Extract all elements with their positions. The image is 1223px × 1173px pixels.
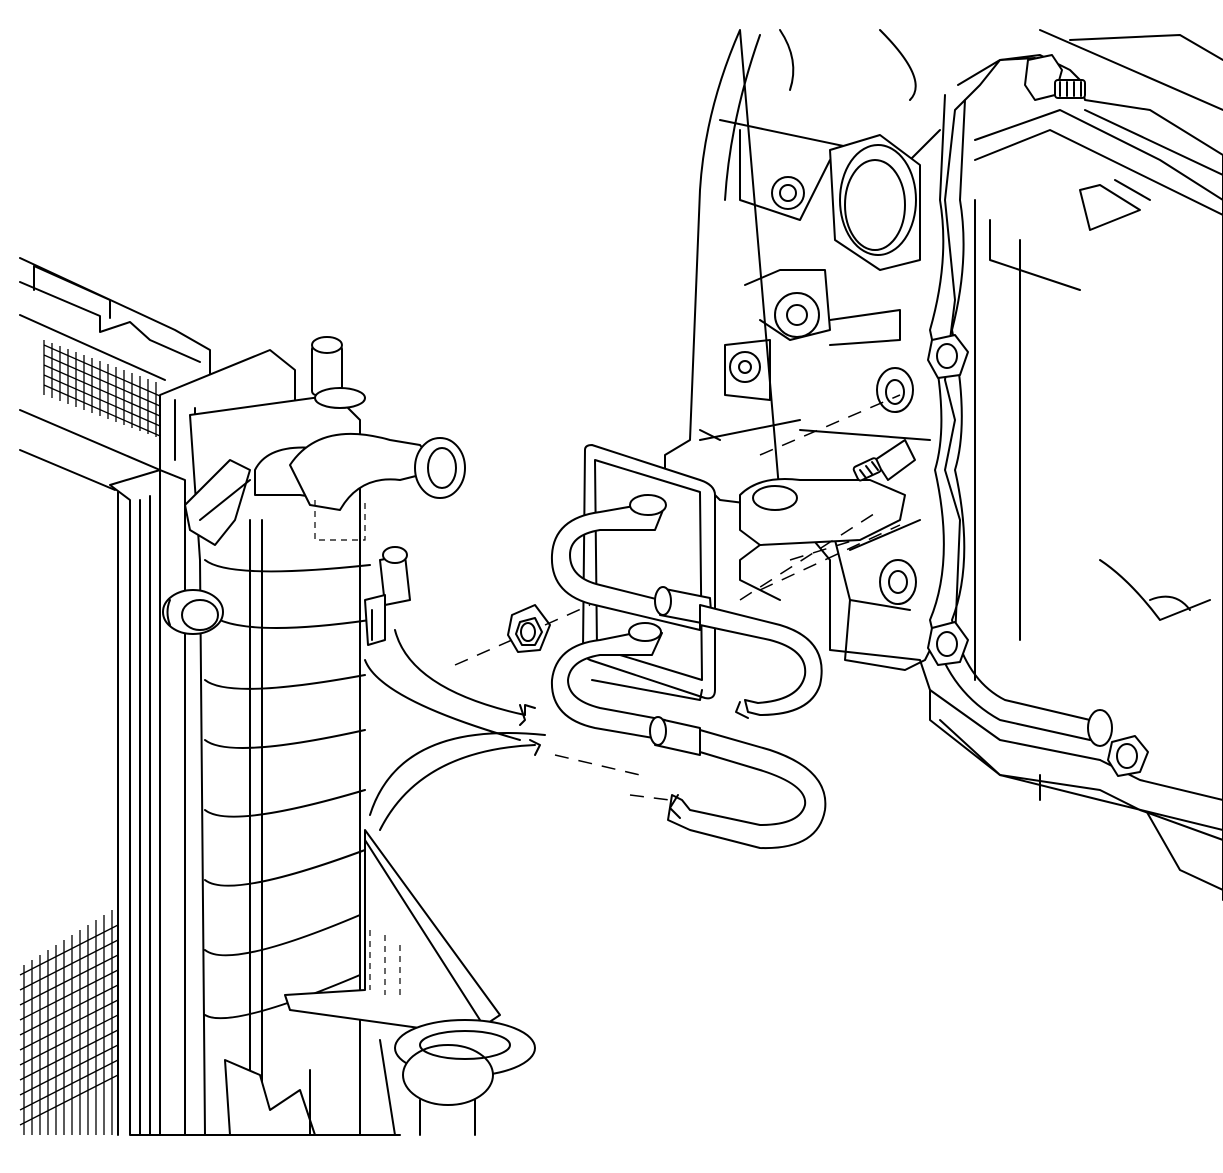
alignment-lines — [454, 394, 901, 801]
radiator-core-mesh-bottom — [19, 910, 119, 1135]
transmission-cooler-lines — [550, 444, 827, 850]
pan-bolts — [927, 54, 1149, 777]
radiator-hose-section — [364, 629, 546, 831]
bracket-nut — [507, 604, 551, 653]
tank-ribs — [204, 519, 371, 1131]
radiator-core-mesh-top — [43, 340, 161, 437]
transmission-case — [664, 29, 1223, 901]
radiator — [19, 257, 536, 1136]
